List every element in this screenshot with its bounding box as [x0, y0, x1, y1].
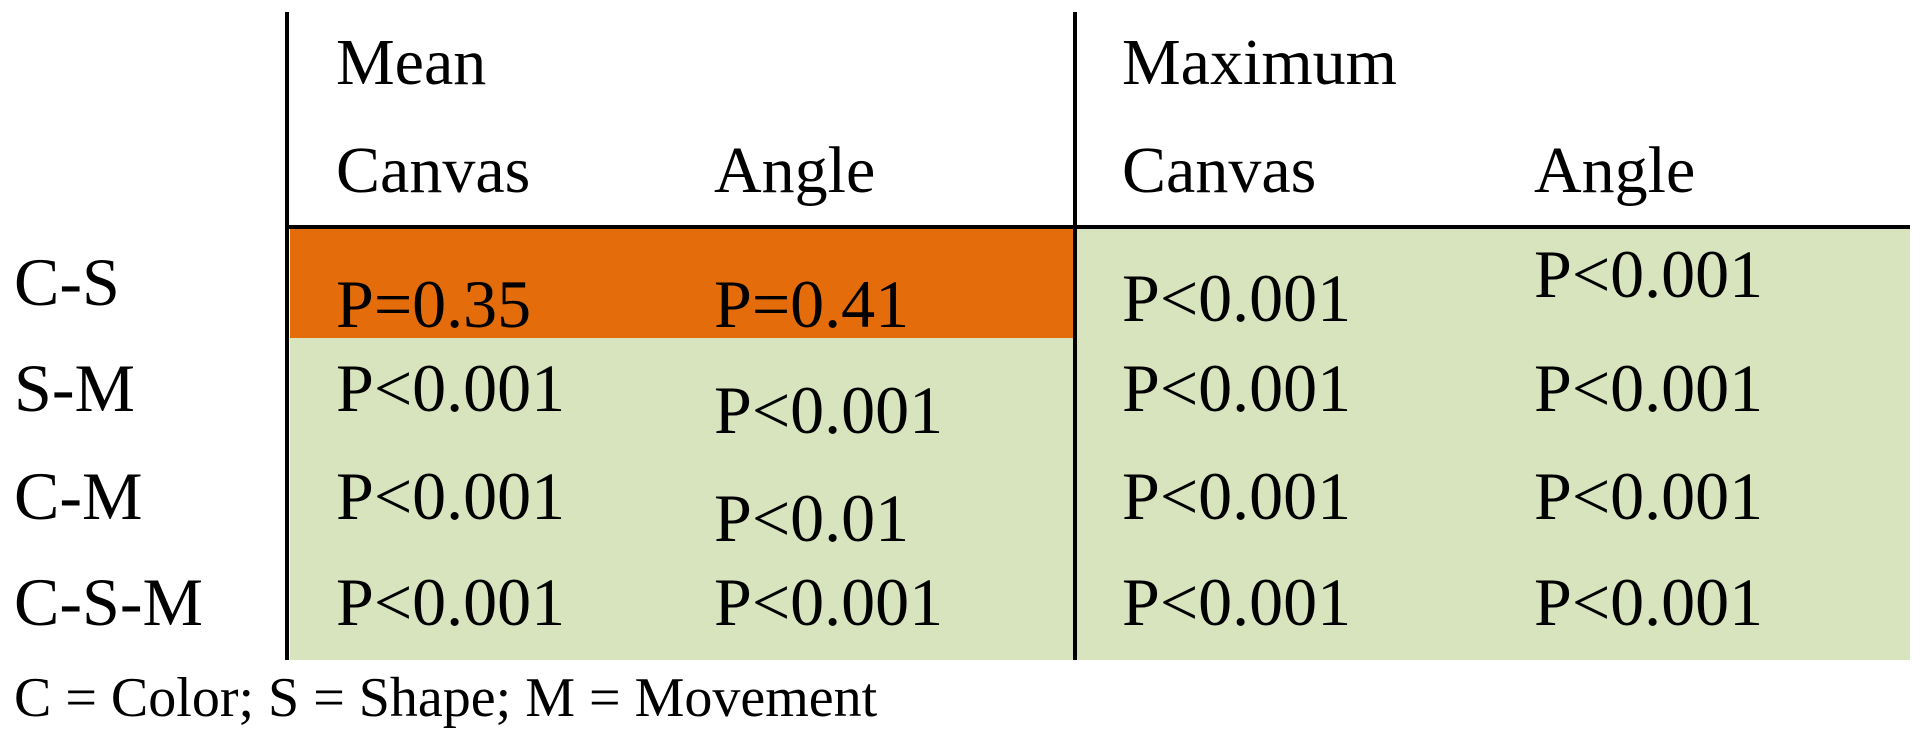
- group-divider: [1073, 12, 1077, 660]
- table-cell: P<0.001: [336, 564, 566, 640]
- row-label: C-M: [14, 458, 143, 534]
- group-header-mean: Mean: [336, 26, 487, 99]
- sub-header-mean-canvas: Canvas: [336, 134, 531, 207]
- table-cell: P<0.001: [1122, 260, 1352, 336]
- table-cell: P<0.001: [1122, 564, 1352, 640]
- significant-block-mean: [290, 338, 1073, 660]
- row-label: C-S-M: [14, 564, 203, 640]
- table-cell: P<0.001: [336, 350, 566, 426]
- table-cell: P<0.001: [1534, 458, 1764, 534]
- table-cell: P<0.001: [336, 458, 566, 534]
- row-label: C-S: [14, 244, 120, 320]
- row-label-divider: [285, 12, 289, 660]
- table-cell: P=0.41: [714, 266, 910, 342]
- table-cell: P<0.001: [714, 564, 944, 640]
- footnote: C = Color; S = Shape; M = Movement: [14, 667, 878, 729]
- table-cell: P<0.001: [714, 372, 944, 448]
- table-cell: P<0.001: [1122, 458, 1352, 534]
- significant-block-maximum: [1077, 228, 1910, 660]
- table-cell: P<0.001: [1122, 350, 1352, 426]
- sub-header-mean-angle: Angle: [714, 134, 876, 207]
- table-cell: P<0.01: [714, 480, 910, 556]
- table-cell: P<0.001: [1534, 236, 1764, 312]
- table-cell: P<0.001: [1534, 564, 1764, 640]
- sub-header-max-angle: Angle: [1534, 134, 1696, 207]
- table-cell: P=0.35: [336, 266, 532, 342]
- highlight-block: [290, 228, 1073, 338]
- table-cell: P<0.001: [1534, 350, 1764, 426]
- group-header-maximum: Maximum: [1122, 26, 1397, 99]
- row-label: S-M: [14, 350, 135, 426]
- header-rule: [287, 225, 1910, 229]
- sub-header-max-canvas: Canvas: [1122, 134, 1317, 207]
